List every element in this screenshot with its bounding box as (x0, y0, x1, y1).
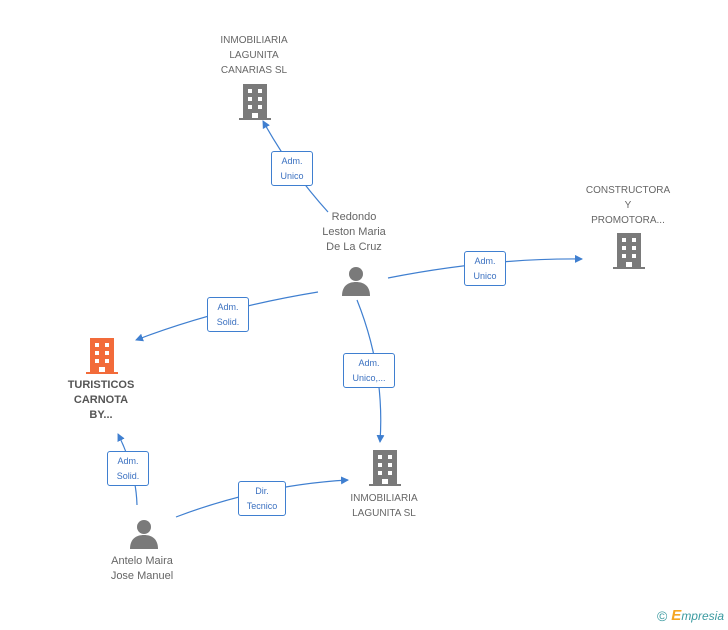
building-icon[interactable] (86, 338, 118, 379)
node-label-turisticos[interactable]: TURISTICOS CARNOTA BY... (67, 379, 135, 421)
edge-label-adm-solid[interactable]: Adm. Solid. (207, 297, 249, 332)
node-label-lagunita-canarias[interactable]: INMOBILIARIA LAGUNITA CANARIAS SL (220, 35, 288, 76)
building-icon[interactable] (239, 84, 271, 125)
brand-footer: © Empresia (657, 607, 724, 624)
edge-label-dir-tecnico[interactable]: Dir. Tecnico (238, 481, 286, 516)
node-label-lagunita-sl[interactable]: INMOBILIARIA LAGUNITA SL (350, 493, 418, 519)
edge-label-adm-unico-more[interactable]: Adm. Unico,... (343, 353, 395, 388)
edge-label-adm-unico[interactable]: Adm. Unico (271, 151, 313, 186)
building-icon[interactable] (613, 233, 645, 274)
node-label-redondo[interactable]: Redondo Leston Maria De La Cruz (322, 211, 386, 253)
edge-label-adm-unico[interactable]: Adm. Unico (464, 251, 506, 286)
building-icon[interactable] (369, 450, 401, 491)
person-icon[interactable] (128, 519, 160, 554)
person-icon[interactable] (340, 266, 372, 301)
brand-logo: Empresia (671, 607, 724, 624)
node-label-antelo[interactable]: Antelo Maira Jose Manuel (110, 555, 174, 582)
copyright-icon: © (656, 607, 668, 624)
node-label-constructora[interactable]: CONSTRUCTORA Y PROMOTORA... (585, 185, 671, 226)
edge-label-adm-solid[interactable]: Adm. Solid. (107, 451, 149, 486)
